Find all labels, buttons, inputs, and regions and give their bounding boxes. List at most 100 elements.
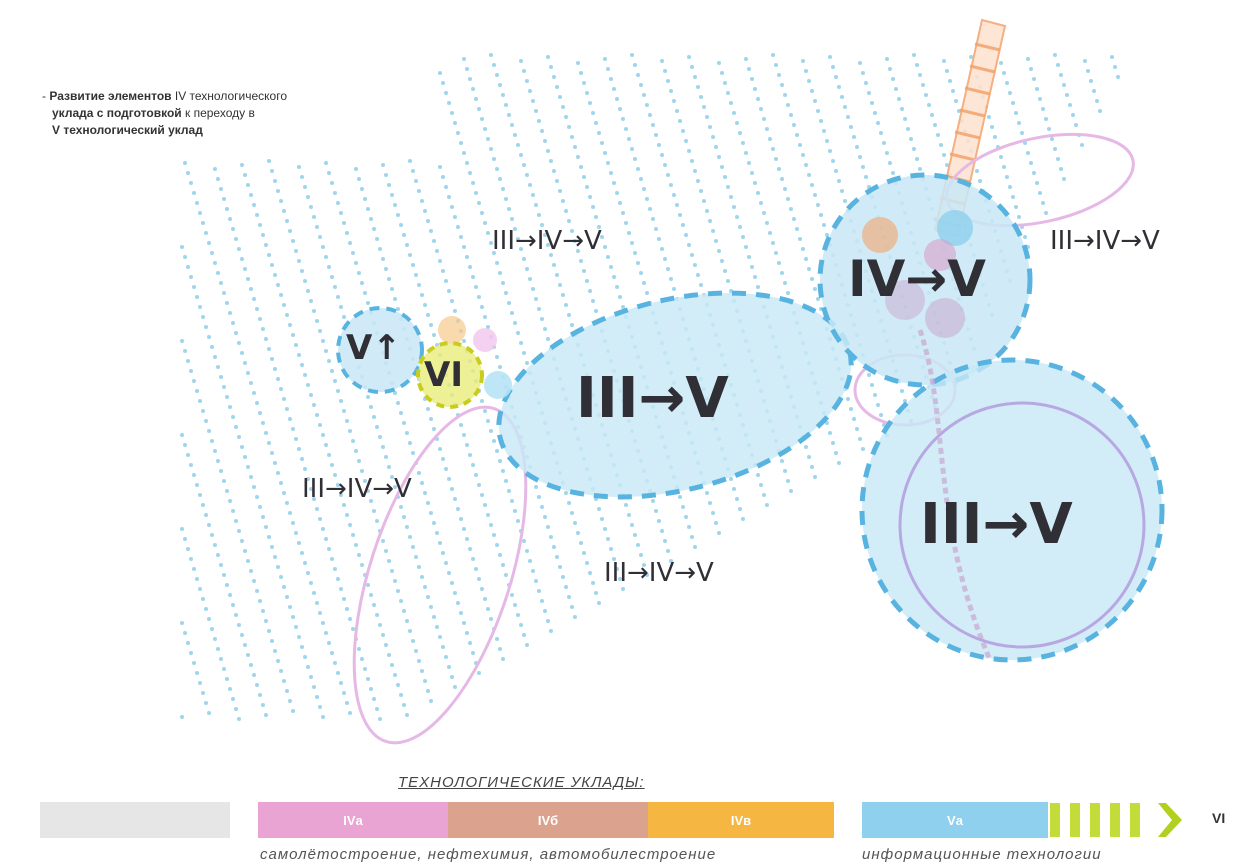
pattern-dot (768, 137, 772, 141)
pattern-dot (573, 145, 577, 149)
pattern-dot (930, 113, 934, 117)
pattern-dot (393, 203, 397, 207)
pattern-dot (495, 449, 499, 453)
pattern-dot (291, 333, 295, 337)
pattern-dot (744, 151, 748, 155)
pattern-dot (540, 317, 544, 321)
pattern-dot (975, 169, 979, 173)
pattern-dot (636, 543, 640, 547)
pattern-dot (675, 109, 679, 113)
pattern-dot (630, 241, 634, 245)
pattern-dot (399, 223, 403, 227)
pattern-dot (315, 413, 319, 417)
pattern-dot (705, 491, 709, 495)
pattern-dot (558, 189, 562, 193)
pattern-dot (294, 437, 298, 441)
pattern-dot (525, 267, 529, 271)
pattern-dot (690, 535, 694, 539)
pattern-dot (426, 407, 430, 411)
pattern-dot (420, 293, 424, 297)
pattern-dot (630, 53, 634, 57)
pattern-dot (456, 131, 460, 135)
pattern-dot (447, 665, 451, 669)
pattern-dot (531, 569, 535, 573)
pattern-dot (747, 161, 751, 165)
pattern-dot (345, 513, 349, 517)
pattern-dot (801, 153, 805, 157)
pattern-dot (1059, 73, 1063, 77)
pattern-dot (282, 397, 286, 401)
pattern-dot (588, 289, 592, 293)
pattern-dot (327, 265, 331, 269)
pattern-dot (597, 131, 601, 135)
pattern-dot (201, 503, 205, 507)
pattern-dot (237, 341, 241, 345)
pattern-dot (555, 85, 559, 89)
pattern-dot (327, 453, 331, 457)
pattern-dot (318, 611, 322, 615)
pattern-dot (324, 631, 328, 635)
label-top-right: III→IV→V (1050, 226, 1160, 256)
pattern-dot (450, 675, 454, 679)
pattern-dot (1005, 175, 1009, 179)
pattern-dot (1056, 157, 1060, 161)
pattern-dot (897, 97, 901, 101)
pattern-dot (426, 689, 430, 693)
pattern-dot (267, 253, 271, 257)
pattern-dot (717, 155, 721, 159)
pattern-dot (561, 293, 565, 297)
pattern-dot (312, 685, 316, 689)
pattern-dot (594, 121, 598, 125)
pattern-dot (462, 245, 466, 249)
pattern-dot (282, 491, 286, 495)
pattern-dot (387, 465, 391, 469)
pattern-dot (525, 361, 529, 365)
pattern-dot (324, 537, 328, 541)
pattern-dot (537, 589, 541, 593)
pattern-dot (951, 89, 955, 93)
legend-note-line2-bold: уклада с подготовкой (52, 106, 182, 120)
pattern-dot (189, 463, 193, 467)
pattern-dot (375, 237, 379, 241)
pattern-dot (198, 399, 202, 403)
pattern-dot (639, 271, 643, 275)
pattern-dot (534, 203, 538, 207)
pattern-dot (420, 199, 424, 203)
pattern-dot (387, 653, 391, 657)
pattern-dot (639, 83, 643, 87)
pattern-dot (1053, 53, 1057, 57)
pattern-dot (585, 279, 589, 283)
pattern-dot (519, 341, 523, 345)
pattern-dot (570, 229, 574, 233)
pattern-dot (747, 67, 751, 71)
pattern-dot (243, 361, 247, 365)
pattern-dot (900, 107, 904, 111)
pattern-dot (477, 577, 481, 581)
pattern-dot (222, 573, 226, 577)
pattern-dot (489, 617, 493, 621)
pattern-dot (720, 259, 724, 263)
pattern-dot (288, 323, 292, 327)
pattern-dot (771, 53, 775, 57)
pattern-dot (651, 499, 655, 503)
pattern-dot (774, 251, 778, 255)
pattern-dot (387, 277, 391, 281)
pattern-dot (390, 475, 394, 479)
pattern-dot (396, 307, 400, 311)
pattern-dot (804, 163, 808, 167)
pattern-dot (375, 707, 379, 711)
pattern-dot (324, 161, 328, 165)
pattern-dot (366, 207, 370, 211)
pattern-dot (738, 225, 742, 229)
pattern-dot (948, 79, 952, 83)
pattern-dot (372, 509, 376, 513)
pattern-dot (597, 601, 601, 605)
pattern-dot (576, 155, 580, 159)
pattern-dot (927, 103, 931, 107)
pattern-dot (246, 371, 250, 375)
pattern-dot (615, 567, 619, 571)
pattern-dot (402, 703, 406, 707)
pattern-dot (879, 413, 883, 417)
pattern-dot (1023, 235, 1027, 239)
pattern-dot (255, 307, 259, 311)
